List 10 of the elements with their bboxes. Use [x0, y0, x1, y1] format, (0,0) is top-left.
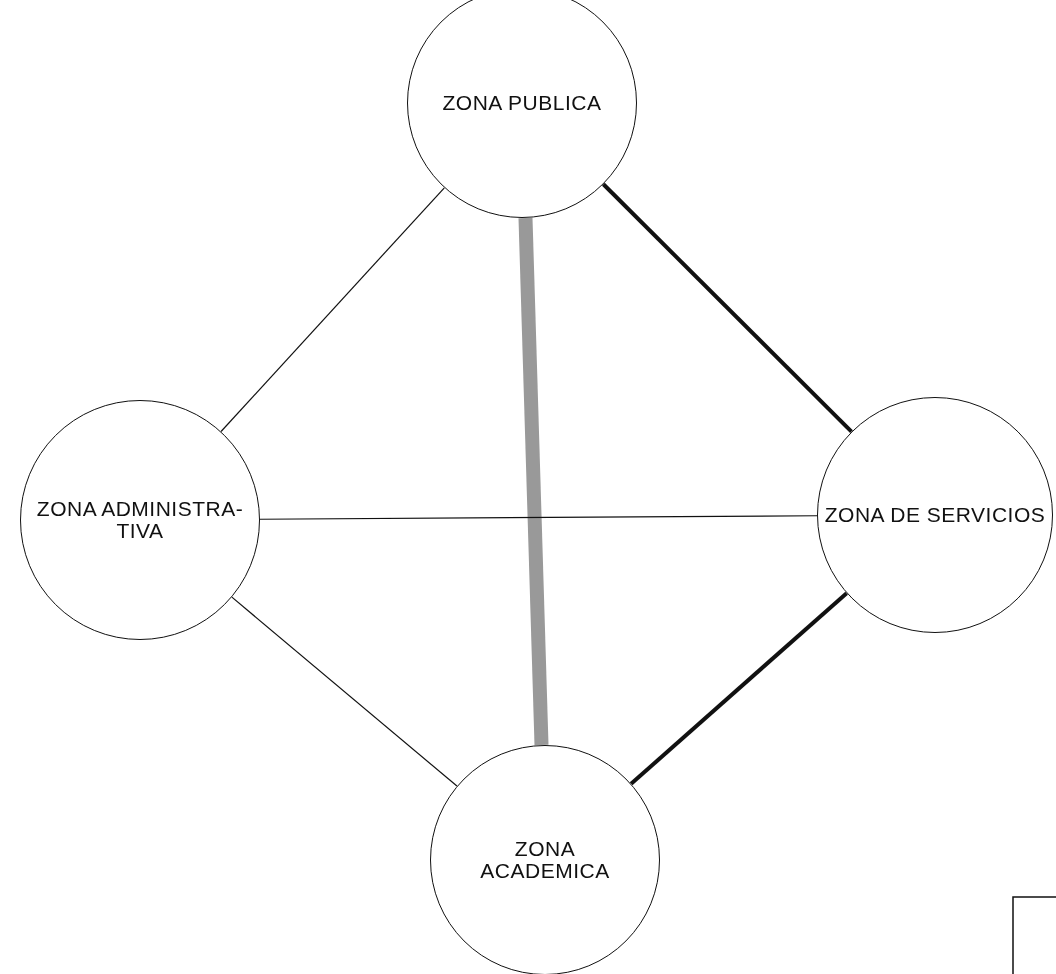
connector-line — [518, 217, 549, 746]
connector-line — [629, 591, 848, 786]
zone-label: ZONA ACADEMICA — [479, 837, 611, 883]
connector-line — [231, 596, 458, 787]
zone-label: ZONA DE SERVICIOS — [823, 503, 1047, 526]
connector-line — [259, 515, 818, 520]
connector-line — [602, 182, 853, 434]
connector-line — [220, 187, 445, 433]
zone-label: ZONA PUBLICA — [442, 91, 602, 114]
zone-label: ZONA ADMINISTRA- TIVA — [35, 497, 245, 543]
